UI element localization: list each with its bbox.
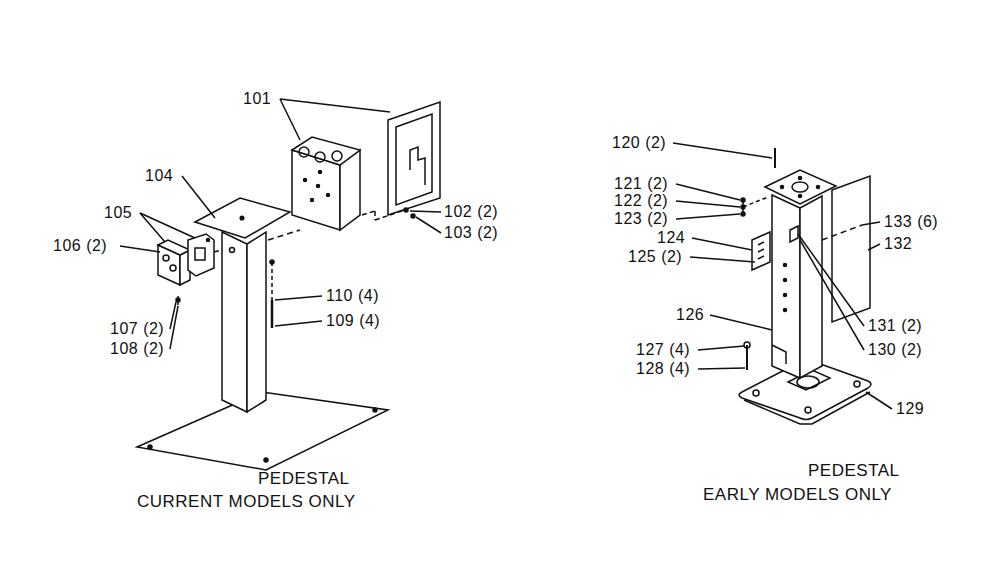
callout-number: 128 (4) bbox=[636, 360, 690, 378]
callout-number: 106 (2) bbox=[53, 237, 107, 255]
callout-number: 127 (4) bbox=[636, 341, 690, 359]
callout-number: 129 bbox=[896, 400, 924, 418]
caption-text: CURRENT MODELS ONLY bbox=[137, 492, 356, 512]
callout-number: 102 (2) bbox=[444, 203, 498, 221]
callout-number: 108 (2) bbox=[110, 340, 164, 358]
callout-number: 109 (4) bbox=[326, 312, 380, 330]
callout-number: 107 (2) bbox=[110, 320, 164, 338]
callout-number: 101 bbox=[243, 90, 271, 108]
callout-number: 132 bbox=[884, 235, 912, 253]
callout-number: 130 (2) bbox=[868, 341, 922, 359]
callout-number: 110 (4) bbox=[326, 287, 379, 305]
callout-number: 123 (2) bbox=[614, 210, 668, 228]
callout-number: 125 (2) bbox=[628, 248, 682, 266]
callout-number: 121 (2) bbox=[614, 175, 668, 193]
callout-number: 104 bbox=[145, 167, 173, 185]
callout-number: 105 bbox=[104, 204, 132, 222]
callout-number: 122 (2) bbox=[614, 192, 668, 210]
caption-text: PEDESTAL bbox=[258, 469, 350, 489]
caption-text: EARLY MODELS ONLY bbox=[703, 485, 892, 505]
caption-text: PEDESTAL bbox=[808, 461, 900, 481]
callout-number: 124 bbox=[657, 229, 685, 247]
callout-number: 120 (2) bbox=[612, 134, 666, 152]
callout-number: 131 (2) bbox=[868, 317, 922, 335]
callout-number: 133 (6) bbox=[884, 213, 938, 231]
callout-number: 103 (2) bbox=[444, 224, 498, 242]
callout-number: 126 bbox=[676, 306, 704, 324]
